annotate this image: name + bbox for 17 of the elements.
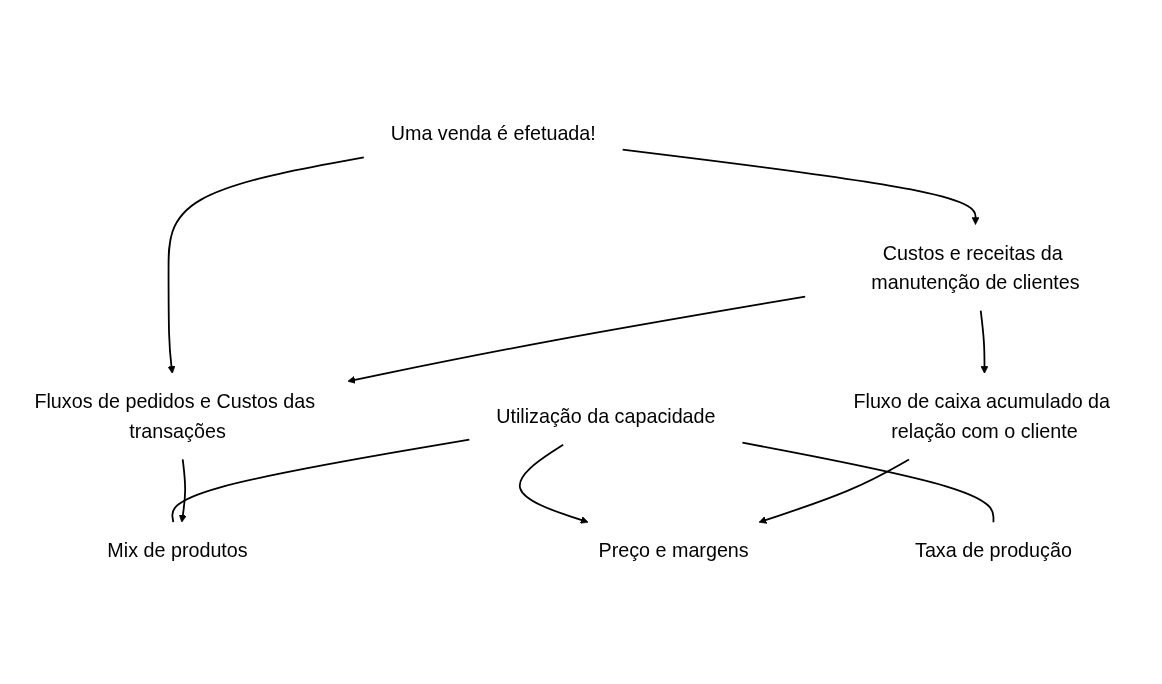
arrow bbox=[167, 156, 365, 374]
node-text: Utilização da capacidade bbox=[496, 405, 716, 428]
node-text: Uma venda é efetuada! bbox=[390, 122, 596, 145]
arrow bbox=[621, 148, 980, 225]
node-text: Fluxo de caixa acumulado da relação com o cliente bbox=[853, 390, 1111, 443]
arrow bbox=[979, 309, 989, 374]
node-text: Taxa de produção bbox=[915, 539, 1072, 562]
arrow bbox=[347, 295, 807, 384]
node-text: Preço e margens bbox=[598, 539, 749, 562]
node-text: Fluxos de pedidos e Custos das transações bbox=[34, 390, 316, 443]
connector bbox=[171, 438, 471, 524]
arrow bbox=[518, 443, 589, 524]
node-text: Mix de produtos bbox=[107, 539, 248, 562]
arrow bbox=[758, 458, 910, 524]
node-text: Custos e receitas da manutenção de clientes bbox=[871, 241, 1080, 294]
connector bbox=[741, 441, 995, 524]
arrow bbox=[178, 458, 187, 523]
